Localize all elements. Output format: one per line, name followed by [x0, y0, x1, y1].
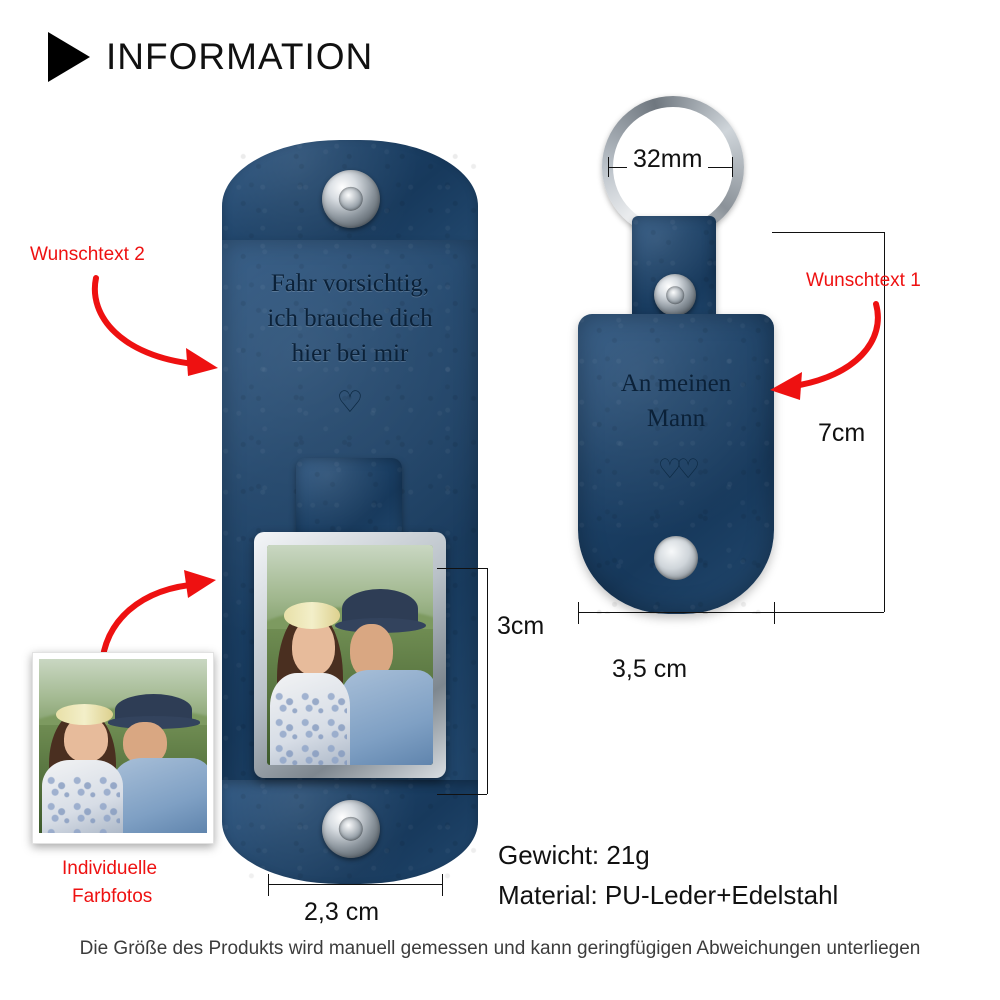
- loop-snap-button-icon: [654, 274, 696, 316]
- left-engraved-line-1: Fahr vorsichtig,: [270, 270, 430, 297]
- information-header: INFORMATION: [48, 32, 373, 82]
- couple-photo: [267, 545, 433, 765]
- photo-height-tick-top: [437, 568, 487, 569]
- ring-width-tick-left: [608, 157, 609, 177]
- snap-button-top-icon: [322, 170, 380, 228]
- tag-width-tick-left: [578, 602, 579, 624]
- ring-width-tick-right: [732, 157, 733, 177]
- sample-photo-card: [32, 652, 214, 844]
- spec-material: Material: PU-Leder+Edelstahl: [498, 880, 839, 910]
- photo-frame: [254, 532, 446, 778]
- arrow-to-wunschtext-2-icon: [91, 275, 218, 376]
- snap-button-bottom-icon: [322, 800, 380, 858]
- strap-width-tick-right: [442, 874, 443, 896]
- tag-height-tick-top: [772, 232, 884, 233]
- left-keychain-unfolded: Fahr vorsichtig, ich brauche dich hier b…: [222, 140, 478, 884]
- tag-width-tick-right: [774, 602, 775, 624]
- tag-height-guide: [884, 232, 885, 612]
- play-triangle-icon: [48, 32, 90, 82]
- page-title: INFORMATION: [106, 36, 374, 77]
- dimension-tag-width: 3,5 cm: [612, 655, 688, 683]
- arrow-to-wunschtext-1-icon: [770, 301, 881, 400]
- annotation-wunschtext-2: Wunschtext 2: [30, 244, 145, 265]
- strap-width-guide: [268, 884, 442, 885]
- dimension-ring-diameter: 32mm: [627, 145, 709, 174]
- front-snap-hole-icon: [654, 536, 698, 580]
- left-engraved-line-2: ich brauche dich: [267, 305, 433, 332]
- tag-width-guide: [578, 612, 774, 613]
- annotation-farbfotos: Farbfotos: [72, 886, 153, 907]
- spec-weight: Gewicht: 21g: [498, 840, 650, 870]
- heart-icon: ♡: [336, 386, 364, 419]
- sample-couple-photo: [39, 659, 207, 833]
- dimension-tag-height: 7cm: [812, 415, 872, 452]
- tag-height-tick-bottom: [772, 612, 884, 613]
- strap-width-tick-left: [268, 874, 269, 896]
- arrow-to-photo-icon: [99, 570, 216, 669]
- dimension-photo-height: 3cm: [497, 612, 545, 640]
- right-engraved-line-2: Mann: [646, 405, 706, 432]
- annotation-wunschtext-1: Wunschtext 1: [806, 270, 921, 291]
- dimension-strap-width: 2,3 cm: [304, 898, 380, 926]
- photo-height-guide: [487, 568, 488, 794]
- photo-height-tick-bottom: [437, 794, 487, 795]
- footnote-text: Die Größe des Produkts wird manuell geme…: [79, 938, 921, 959]
- double-heart-icon: ♡♡: [657, 454, 700, 484]
- annotation-individuelle: Individuelle: [62, 858, 158, 879]
- right-engraved-line-1: An meinen: [620, 370, 732, 397]
- left-engraved-line-3: hier bei mir: [291, 340, 409, 367]
